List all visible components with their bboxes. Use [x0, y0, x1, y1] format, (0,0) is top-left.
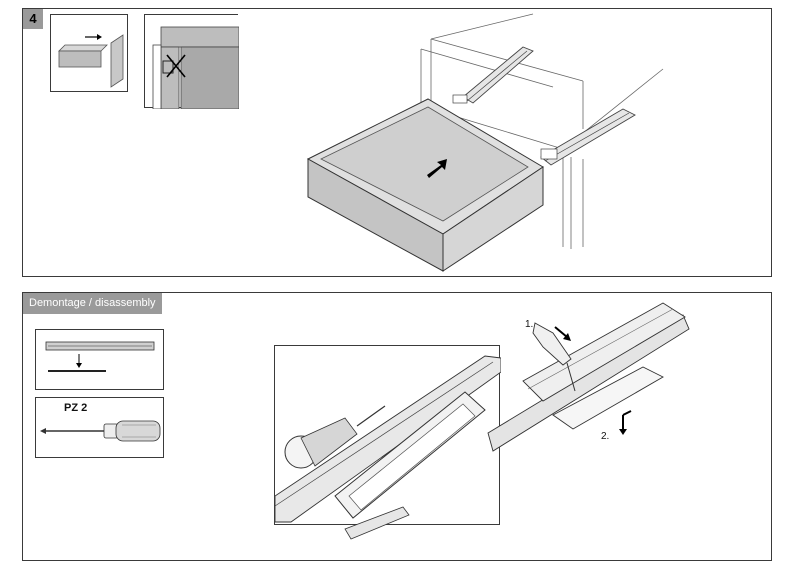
step-mark-2: 2. [601, 431, 610, 442]
zoom-detail-frame [274, 345, 501, 525]
push-direction-icon [50, 14, 128, 92]
rail-disassembly-illustration [344, 302, 690, 540]
installation-step-panel: 4 [22, 8, 772, 277]
step-number: 4 [23, 9, 43, 29]
tool-label: PZ 2 [64, 402, 88, 414]
screwdriver-tool-icon: PZ 2 [35, 397, 164, 458]
drawer-insertion-illustration [306, 13, 664, 272]
disassembly-title: Demontage / disassembly [23, 293, 162, 314]
rail-detail-icon [35, 329, 164, 390]
prohibited-contact-icon [144, 14, 239, 109]
disassembly-panel: Demontage / disassembly PZ 2 [22, 292, 772, 561]
step-mark-1: 1. [525, 319, 534, 330]
